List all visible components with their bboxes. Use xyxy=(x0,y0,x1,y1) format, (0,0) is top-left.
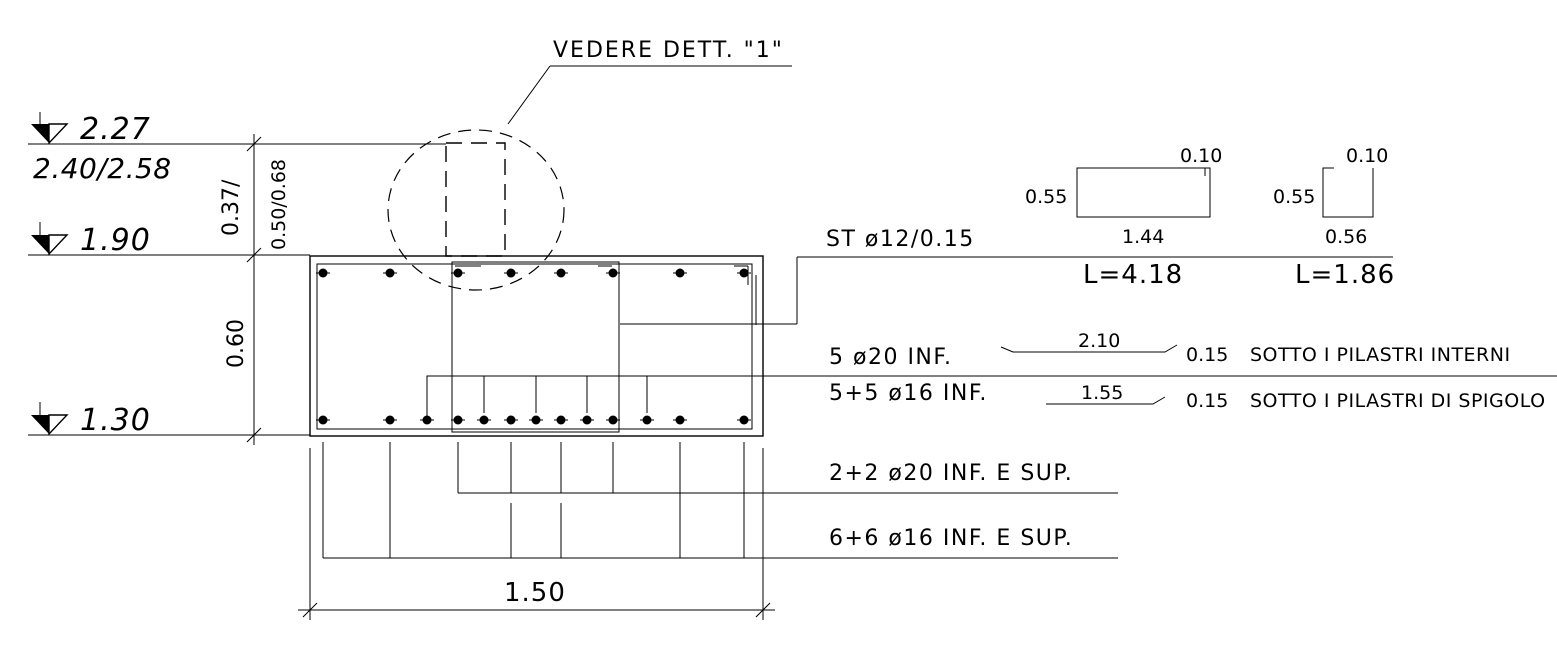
bar2-shape xyxy=(1046,396,1166,405)
stirrup-1-length: L=4.18 xyxy=(1083,260,1183,290)
level-triangle-open-icon xyxy=(48,414,69,436)
bottom-bars xyxy=(316,415,751,425)
detail-circle xyxy=(387,129,565,291)
bar2-label: 5+5 ø16 INF. xyxy=(829,381,988,406)
callout-text: VEDERE DETT. "1" xyxy=(553,38,784,63)
bar1-label: 5 ø20 INF. xyxy=(829,345,953,370)
beam-outline xyxy=(309,255,764,437)
bar4-label: 6+6 ø16 INF. E SUP. xyxy=(829,526,1073,551)
level-triangle-filled-icon xyxy=(31,235,49,254)
stirrup-2-top: 0.10 xyxy=(1346,145,1388,167)
vertical-dimensions: 0.37/ 0.50/0.68 0.60 xyxy=(219,134,290,445)
bar3-label: 2+2 ø20 INF. E SUP. xyxy=(829,461,1073,486)
beam-section xyxy=(309,255,764,437)
bar1-shape xyxy=(1000,344,1178,353)
stirrup-label: ST ø12/0.15 xyxy=(826,227,975,252)
bar1-note: SOTTO I PILASTRI INTERNI xyxy=(1250,344,1511,366)
callout-leader xyxy=(507,65,551,125)
long-bar-callouts: 2+2 ø20 INF. E SUP. 6+6 ø16 INF. E SUP. xyxy=(322,442,1118,559)
stirrup-2-bottom: 0.56 xyxy=(1325,226,1367,248)
level-mid-value: 1.90 xyxy=(80,223,151,258)
level-triangle-filled-icon xyxy=(31,415,49,434)
inner-stirrup xyxy=(451,261,620,433)
bar2-hook: 0.15 xyxy=(1186,390,1228,412)
stirrup-callout: ST ø12/0.15 0.10 0.55 1.44 L=4.18 0.10 0… xyxy=(620,145,1395,325)
level-triangle-open-icon xyxy=(48,123,69,145)
dim-vertical-a: 0.37/ xyxy=(219,179,244,236)
level-top-subvalue: 2.40/2.58 xyxy=(33,152,172,185)
bar2-length: 1.55 xyxy=(1081,382,1123,404)
level-triangle-filled-icon xyxy=(31,124,49,143)
outer-stirrup xyxy=(316,263,753,430)
dim-vertical-b: 0.50/0.68 xyxy=(268,159,290,250)
stirrup-shape-2 xyxy=(1322,167,1374,218)
stirrup-1-top: 0.10 xyxy=(1180,145,1222,167)
top-bars xyxy=(316,268,751,278)
stirrup-2-length: L=1.86 xyxy=(1295,260,1395,290)
width-dimension: 1.50 xyxy=(298,448,775,620)
stirrup-1-side: 0.55 xyxy=(1025,186,1067,208)
bar2-bar-leaders xyxy=(483,376,648,413)
bar2-note: SOTTO I PILASTRI DI SPIGOLO xyxy=(1250,390,1546,412)
level-bottom-value: 1.30 xyxy=(80,403,151,438)
bottom-bar-callouts: 5 ø20 INF. 2.10 0.15 SOTTO I PILASTRI IN… xyxy=(426,330,1557,420)
column-stub-dashed xyxy=(445,142,506,257)
stirrup-2-side: 0.55 xyxy=(1273,186,1315,208)
stirrup-1-bottom: 1.44 xyxy=(1122,226,1164,248)
bar1-hook: 0.15 xyxy=(1186,344,1228,366)
bar1-length: 2.10 xyxy=(1078,330,1120,352)
beam-width-value: 1.50 xyxy=(504,578,566,608)
level-marker-bottom: 1.30 xyxy=(28,402,310,438)
bar2-leader xyxy=(426,375,1557,420)
level-marker-mid: 1.90 xyxy=(28,222,310,258)
level-triangle-open-icon xyxy=(48,234,69,256)
level-marker-top: 2.27 2.40/2.58 xyxy=(28,112,446,185)
level-top-value: 2.27 xyxy=(80,112,151,147)
stirrup-shape-1 xyxy=(1076,167,1211,218)
detail-callout: VEDERE DETT. "1" xyxy=(387,38,792,291)
dim-beam-height: 0.60 xyxy=(224,319,249,368)
